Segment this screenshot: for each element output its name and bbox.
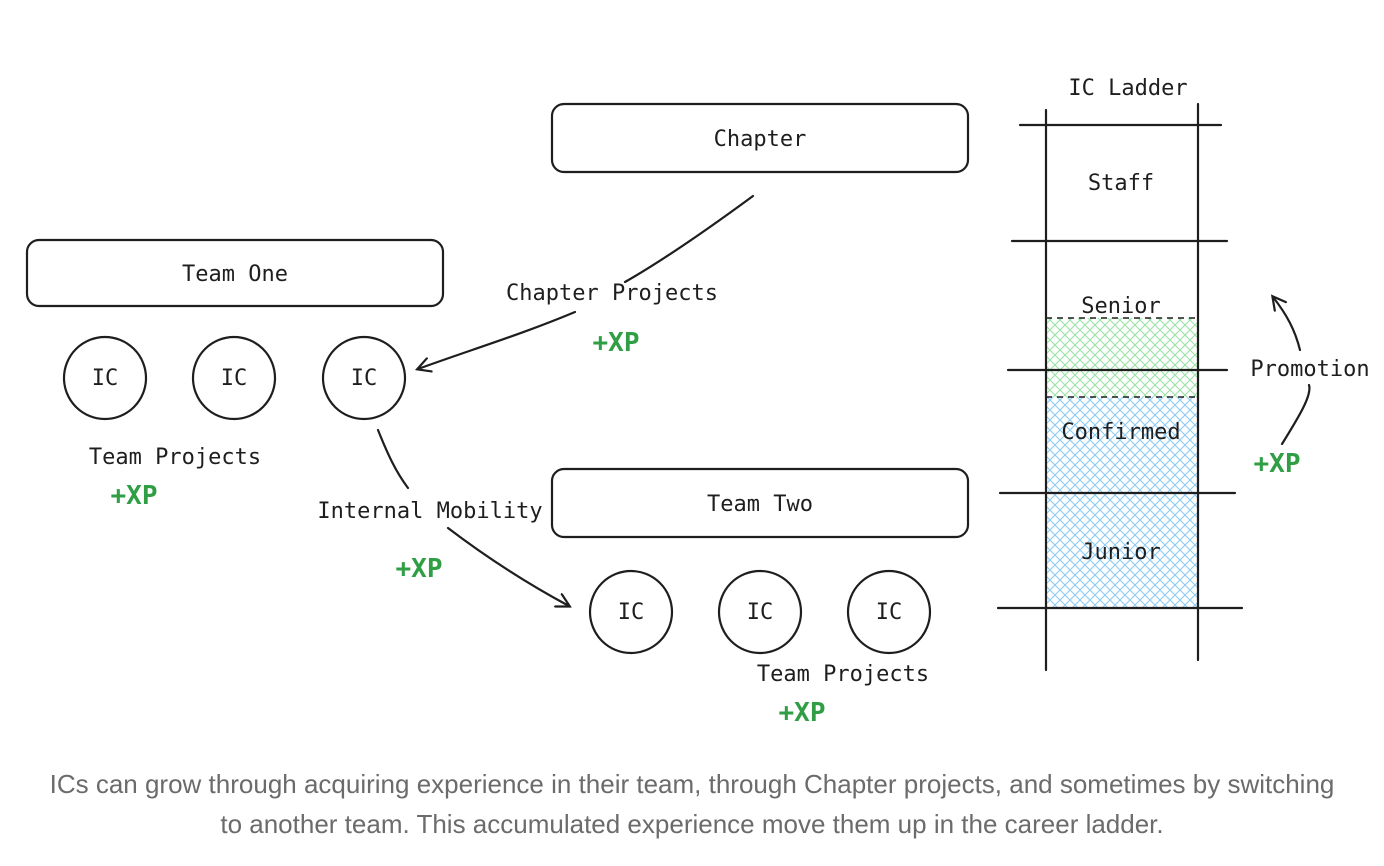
chapter-projects-arrow bbox=[418, 194, 755, 369]
career-growth-diagram: Chapter Team One IC IC IC Team Projects … bbox=[25, 76, 1370, 728]
promotion-xp: +XP bbox=[1254, 449, 1301, 479]
team-one-label: Team One bbox=[182, 262, 288, 287]
team-one-ic-1: IC bbox=[62, 335, 148, 421]
ladder-level-senior: Senior bbox=[1081, 294, 1160, 319]
team-two-box: Team Two bbox=[550, 467, 970, 539]
chapter-projects-xp: +XP bbox=[593, 328, 640, 358]
promotion-arrow bbox=[1273, 297, 1311, 446]
chapter-projects-label: Chapter Projects bbox=[506, 281, 718, 306]
ladder-level-junior: Junior bbox=[1081, 540, 1160, 565]
team-two-ic-2: IC bbox=[717, 569, 803, 655]
chapter-label: Chapter bbox=[714, 127, 807, 152]
ic-label: IC bbox=[351, 366, 378, 391]
chapter-box: Chapter bbox=[550, 102, 970, 174]
team-two-projects-label: Team Projects bbox=[757, 662, 929, 687]
internal-mobility-arrow bbox=[376, 428, 569, 606]
figure-caption: ICs can grow through acquiring experienc… bbox=[49, 769, 1335, 839]
ic-label: IC bbox=[221, 366, 248, 391]
ic-label: IC bbox=[876, 600, 903, 625]
internal-mobility-xp: +XP bbox=[396, 554, 443, 584]
team-two-ic-1: IC bbox=[588, 569, 674, 655]
ladder-confirmed-junior-fill bbox=[1046, 397, 1198, 608]
team-two-xp: +XP bbox=[779, 698, 826, 728]
ic-label: IC bbox=[618, 600, 645, 625]
ladder-senior-fill bbox=[1046, 318, 1198, 397]
ic-ladder: IC Ladder Staff Senior Confirmed Junior bbox=[996, 76, 1244, 672]
promotion-label: Promotion bbox=[1250, 357, 1369, 382]
ic-label: IC bbox=[747, 600, 774, 625]
ladder-level-confirmed: Confirmed bbox=[1061, 420, 1180, 445]
team-one-box: Team One bbox=[25, 238, 445, 308]
team-two-ic-3: IC bbox=[846, 569, 932, 655]
team-one-xp: +XP bbox=[111, 481, 158, 511]
team-one-ic-3: IC bbox=[321, 335, 407, 421]
team-one-ic-2: IC bbox=[191, 335, 277, 421]
ic-ladder-title: IC Ladder bbox=[1068, 76, 1187, 101]
team-two-label: Team Two bbox=[707, 492, 813, 517]
ladder-level-staff: Staff bbox=[1088, 171, 1154, 196]
team-one-projects-label: Team Projects bbox=[89, 445, 261, 470]
internal-mobility-label: Internal Mobility bbox=[317, 499, 542, 524]
ic-label: IC bbox=[92, 366, 119, 391]
